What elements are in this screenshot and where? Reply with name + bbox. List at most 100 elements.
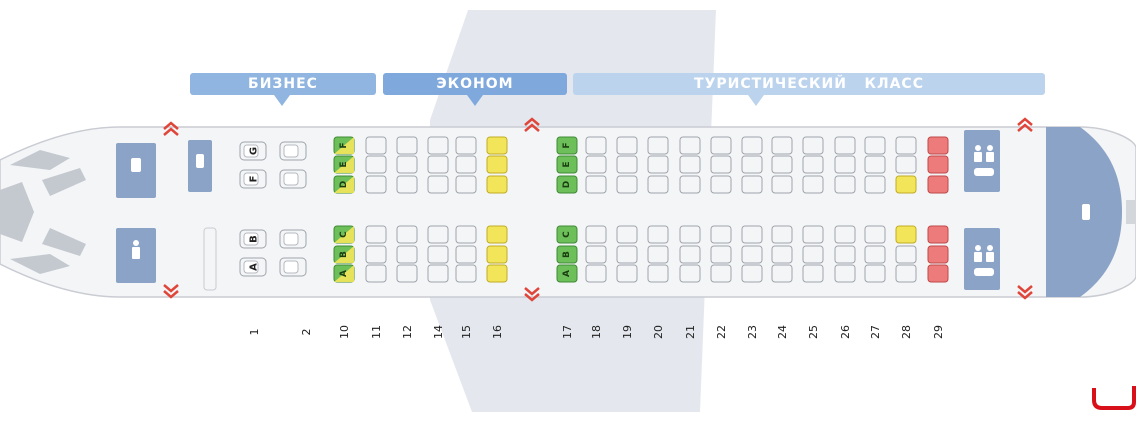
seat-20-upper-0[interactable] <box>647 136 669 155</box>
seat-21-upper-0[interactable] <box>679 136 701 155</box>
seat-23-upper-1[interactable] <box>741 155 763 174</box>
seat-27-lower-2[interactable] <box>864 264 886 283</box>
seat-23-upper-0[interactable] <box>741 136 763 155</box>
seat-22-lower-2[interactable] <box>710 264 732 283</box>
seat-16-lower-0[interactable] <box>486 225 508 244</box>
seat-27-lower-0[interactable] <box>864 225 886 244</box>
seat-19-upper-2[interactable] <box>616 175 638 194</box>
business-seat[interactable] <box>279 169 307 189</box>
seat-22-lower-1[interactable] <box>710 245 732 264</box>
seat-29-upper-1[interactable] <box>927 155 949 174</box>
seat-23-lower-2[interactable] <box>741 264 763 283</box>
seat-26-upper-0[interactable] <box>834 136 856 155</box>
seat-28-upper-2[interactable] <box>895 175 917 194</box>
seat-22-lower-0[interactable] <box>710 225 732 244</box>
seat-17-lower-0[interactable] <box>556 225 578 244</box>
seat-17-lower-1[interactable] <box>556 245 578 264</box>
seat-15-upper-2[interactable] <box>455 175 477 194</box>
seat-16-upper-0[interactable] <box>486 136 508 155</box>
seat-22-upper-0[interactable] <box>710 136 732 155</box>
seat-28-upper-0[interactable] <box>895 136 917 155</box>
seat-22-upper-1[interactable] <box>710 155 732 174</box>
seat-24-upper-0[interactable] <box>771 136 793 155</box>
business-seat[interactable] <box>279 141 307 161</box>
seat-24-lower-2[interactable] <box>771 264 793 283</box>
seat-11-lower-2[interactable] <box>365 264 387 283</box>
seat-14-lower-2[interactable] <box>427 264 449 283</box>
seat-12-lower-1[interactable] <box>396 245 418 264</box>
seat-26-lower-1[interactable] <box>834 245 856 264</box>
seat-16-lower-2[interactable] <box>486 264 508 283</box>
seat-24-upper-1[interactable] <box>771 155 793 174</box>
business-seat[interactable]: B <box>239 229 267 249</box>
seat-23-lower-0[interactable] <box>741 225 763 244</box>
seat-26-lower-2[interactable] <box>834 264 856 283</box>
seat-29-lower-0[interactable] <box>927 225 949 244</box>
seat-28-lower-0[interactable] <box>895 225 917 244</box>
business-seat[interactable]: F <box>239 169 267 189</box>
seat-29-upper-2[interactable] <box>927 175 949 194</box>
business-seat[interactable] <box>279 257 307 277</box>
seat-19-upper-0[interactable] <box>616 136 638 155</box>
seat-21-lower-1[interactable] <box>679 245 701 264</box>
seat-27-lower-1[interactable] <box>864 245 886 264</box>
seat-21-upper-1[interactable] <box>679 155 701 174</box>
seat-12-upper-0[interactable] <box>396 136 418 155</box>
seat-27-upper-1[interactable] <box>864 155 886 174</box>
seat-11-lower-1[interactable] <box>365 245 387 264</box>
seat-14-upper-2[interactable] <box>427 175 449 194</box>
seat-21-lower-2[interactable] <box>679 264 701 283</box>
seat-16-lower-1[interactable] <box>486 245 508 264</box>
seat-29-lower-1[interactable] <box>927 245 949 264</box>
seat-25-lower-2[interactable] <box>802 264 824 283</box>
seat-14-lower-0[interactable] <box>427 225 449 244</box>
seat-17-lower-2[interactable] <box>556 264 578 283</box>
seat-28-lower-1[interactable] <box>895 245 917 264</box>
seat-12-lower-0[interactable] <box>396 225 418 244</box>
seat-27-upper-2[interactable] <box>864 175 886 194</box>
business-seat[interactable] <box>279 229 307 249</box>
seat-24-lower-1[interactable] <box>771 245 793 264</box>
seat-15-upper-0[interactable] <box>455 136 477 155</box>
seat-20-lower-2[interactable] <box>647 264 669 283</box>
seat-11-lower-0[interactable] <box>365 225 387 244</box>
seat-23-lower-1[interactable] <box>741 245 763 264</box>
seat-12-lower-2[interactable] <box>396 264 418 283</box>
seat-19-lower-0[interactable] <box>616 225 638 244</box>
seat-24-upper-2[interactable] <box>771 175 793 194</box>
seat-18-lower-0[interactable] <box>585 225 607 244</box>
business-seat[interactable]: A <box>239 257 267 277</box>
seat-25-lower-0[interactable] <box>802 225 824 244</box>
seat-25-upper-1[interactable] <box>802 155 824 174</box>
seat-19-lower-2[interactable] <box>616 264 638 283</box>
seat-25-upper-2[interactable] <box>802 175 824 194</box>
seat-26-lower-0[interactable] <box>834 225 856 244</box>
seat-14-upper-1[interactable] <box>427 155 449 174</box>
seat-21-upper-2[interactable] <box>679 175 701 194</box>
seat-15-lower-0[interactable] <box>455 225 477 244</box>
seat-15-lower-1[interactable] <box>455 245 477 264</box>
seat-26-upper-2[interactable] <box>834 175 856 194</box>
seat-16-upper-1[interactable] <box>486 155 508 174</box>
seat-17-upper-1[interactable] <box>556 155 578 174</box>
seat-11-upper-1[interactable] <box>365 155 387 174</box>
seat-25-upper-0[interactable] <box>802 136 824 155</box>
seat-19-lower-1[interactable] <box>616 245 638 264</box>
seat-17-upper-0[interactable] <box>556 136 578 155</box>
seat-14-upper-0[interactable] <box>427 136 449 155</box>
seat-29-lower-2[interactable] <box>927 264 949 283</box>
seat-11-upper-2[interactable] <box>365 175 387 194</box>
seat-18-upper-0[interactable] <box>585 136 607 155</box>
seat-12-upper-1[interactable] <box>396 155 418 174</box>
seat-14-lower-1[interactable] <box>427 245 449 264</box>
seat-18-upper-1[interactable] <box>585 155 607 174</box>
seat-29-upper-0[interactable] <box>927 136 949 155</box>
seat-12-upper-2[interactable] <box>396 175 418 194</box>
seat-20-upper-1[interactable] <box>647 155 669 174</box>
seat-18-upper-2[interactable] <box>585 175 607 194</box>
seat-20-lower-0[interactable] <box>647 225 669 244</box>
seat-22-upper-2[interactable] <box>710 175 732 194</box>
seat-15-upper-1[interactable] <box>455 155 477 174</box>
seat-11-upper-0[interactable] <box>365 136 387 155</box>
seat-16-upper-2[interactable] <box>486 175 508 194</box>
